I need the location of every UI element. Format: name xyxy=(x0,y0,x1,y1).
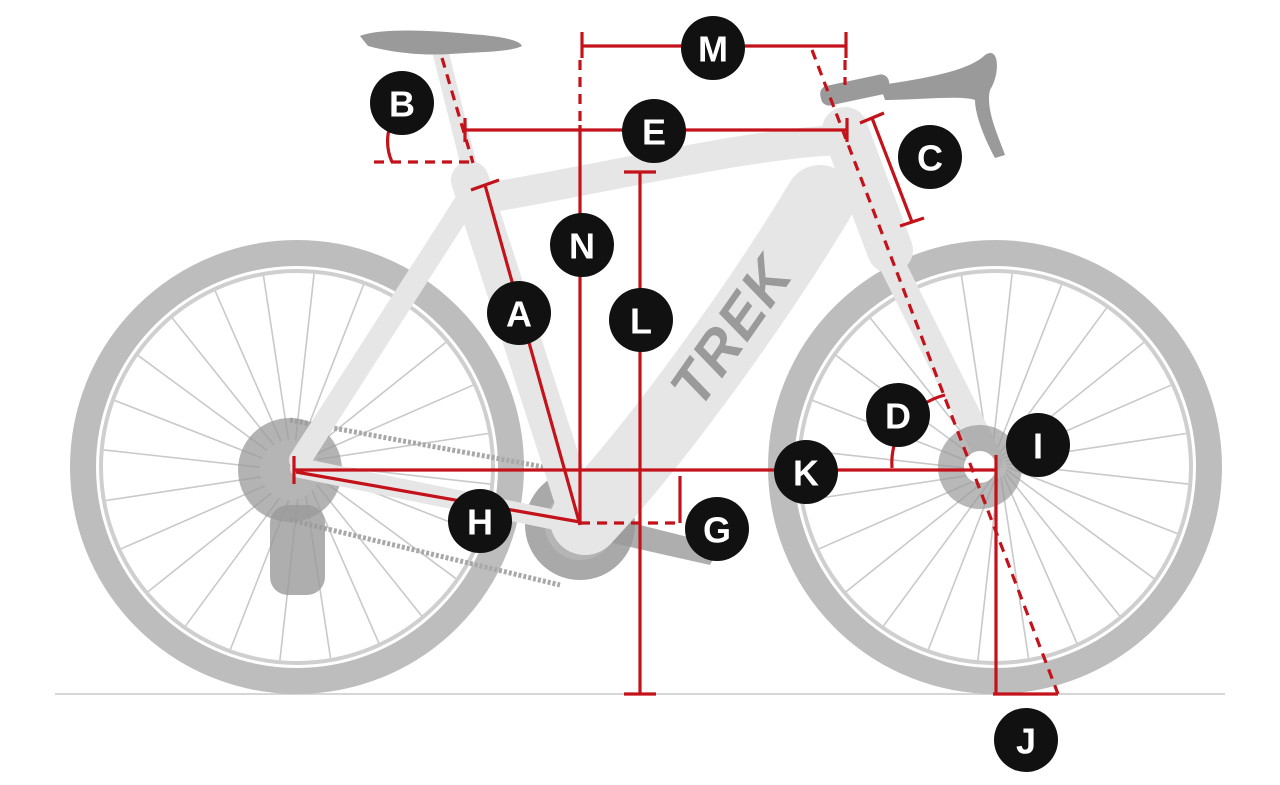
measurement-lines xyxy=(292,32,1060,696)
svg-text:B: B xyxy=(389,84,415,125)
label-N: N xyxy=(550,213,614,277)
spoke xyxy=(994,284,1063,456)
handlebar xyxy=(820,53,1005,159)
svg-text:H: H xyxy=(467,502,493,543)
svg-text:N: N xyxy=(569,226,595,267)
label-L: L xyxy=(609,288,673,352)
spoke xyxy=(1006,469,1155,580)
spoke xyxy=(1004,472,1121,617)
label-E: E xyxy=(622,99,686,163)
label-J: J xyxy=(994,708,1058,772)
spoke xyxy=(991,273,1013,456)
label-A: A xyxy=(487,281,551,345)
label-D: D xyxy=(866,383,930,447)
label-G: G xyxy=(685,497,749,561)
label-I: I xyxy=(1006,413,1070,477)
spoke xyxy=(1002,475,1078,644)
svg-text:G: G xyxy=(703,510,731,551)
label-K: K xyxy=(774,440,838,504)
svg-text:A: A xyxy=(506,294,532,335)
spoke xyxy=(1006,466,1178,535)
label-M: M xyxy=(681,16,745,80)
saddle xyxy=(360,30,522,55)
label-B: B xyxy=(370,71,434,135)
label-H: H xyxy=(448,489,512,553)
spoke xyxy=(1000,477,1030,659)
svg-text:L: L xyxy=(630,301,652,342)
label-C: C xyxy=(898,125,962,189)
svg-text:D: D xyxy=(885,396,911,437)
svg-text:C: C xyxy=(917,138,943,179)
svg-text:M: M xyxy=(698,29,728,70)
svg-text:I: I xyxy=(1033,426,1043,467)
svg-text:E: E xyxy=(642,112,666,153)
svg-text:J: J xyxy=(1016,721,1036,762)
svg-text:K: K xyxy=(793,453,819,494)
